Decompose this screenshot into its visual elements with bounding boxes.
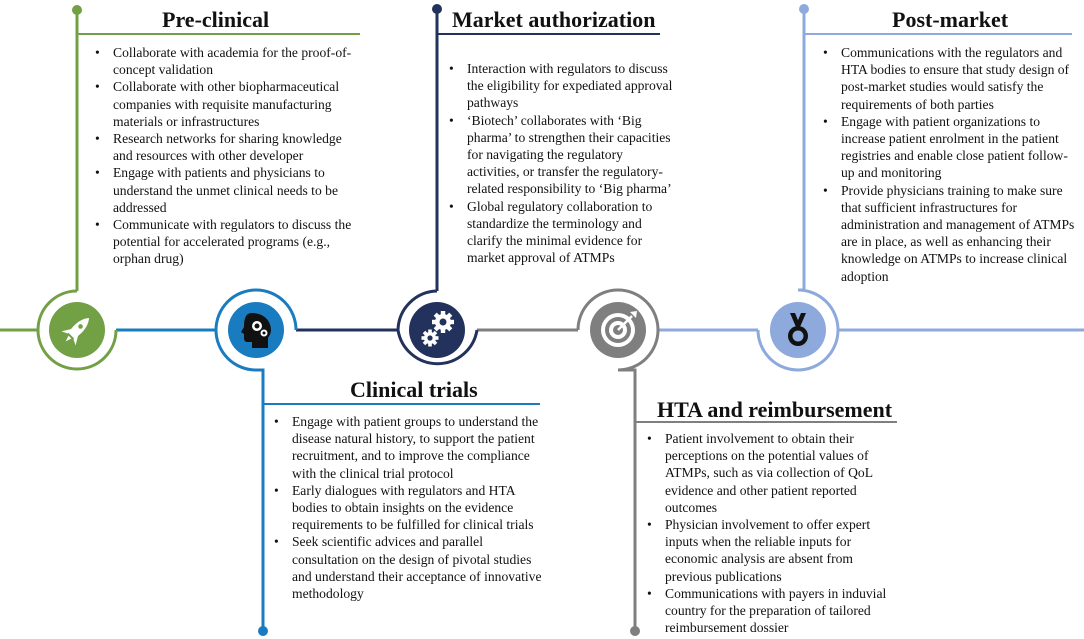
list-item: Seek scientific advices and parallel con… bbox=[271, 533, 543, 602]
list-item: Patient involvement to obtain their perc… bbox=[644, 430, 902, 516]
hta-arc bbox=[576, 288, 660, 632]
market-authorization-list: Interaction with regulators to discuss t… bbox=[446, 60, 678, 266]
list-item: Interaction with regulators to discuss t… bbox=[446, 60, 678, 112]
stage-arcs bbox=[36, 10, 840, 632]
list-item: Communicate with regulators to discuss t… bbox=[92, 216, 364, 268]
list-item: Collaborate with other biopharmaceutical… bbox=[92, 78, 364, 130]
list-item: Global regulatory collaboration to stand… bbox=[446, 198, 678, 267]
post-market-title: Post-market bbox=[892, 7, 1009, 32]
head-gears-icon bbox=[241, 313, 271, 348]
list-item: Research networks for sharing knowledge … bbox=[92, 130, 364, 164]
gears-icon bbox=[421, 311, 454, 347]
preclinical-end-dot bbox=[72, 5, 82, 15]
market-arc bbox=[396, 10, 479, 366]
list-item: Engage with patient organizations to inc… bbox=[820, 113, 1078, 182]
clinical-trials-title: Clinical trials bbox=[350, 377, 478, 402]
medal-icon bbox=[788, 313, 808, 346]
market-authorization-title: Market authorization bbox=[452, 7, 656, 32]
preclinical-list: Collaborate with academia for the proof-… bbox=[92, 44, 364, 268]
hta-reimbursement-list: Patient involvement to obtain their perc… bbox=[644, 430, 902, 636]
list-item: Early dialogues with regulators and HTA … bbox=[271, 482, 543, 534]
postmarket-end-dot bbox=[799, 4, 809, 14]
preclinical-title: Pre-clinical bbox=[162, 7, 270, 32]
list-item: Provide physicians training to make sure… bbox=[820, 182, 1078, 285]
list-item: Communications with payers in induvial c… bbox=[644, 585, 902, 637]
hta-end-dot bbox=[630, 626, 640, 636]
list-item: Communications with the regulators and H… bbox=[820, 44, 1078, 113]
hta-reimbursement-title: HTA and reimbursement bbox=[657, 397, 893, 422]
list-item: Physician involvement to offer expert in… bbox=[644, 516, 902, 585]
rocket-icon bbox=[61, 317, 90, 346]
list-item: Collaborate with academia for the proof-… bbox=[92, 44, 364, 78]
market-end-dot bbox=[432, 4, 442, 14]
list-item: ‘Biotech’ collaborates with ‘Big pharma’… bbox=[446, 112, 678, 198]
post-market-list: Communications with the regulators and H… bbox=[820, 44, 1078, 285]
clinical-end-dot bbox=[258, 626, 268, 636]
list-item: Engage with patient groups to understand… bbox=[271, 413, 543, 482]
list-item: Engage with patients and physicians to u… bbox=[92, 164, 364, 216]
target-icon bbox=[601, 311, 637, 347]
postmarket-arc bbox=[756, 10, 840, 372]
clinical-arc bbox=[214, 288, 298, 632]
preclinical-arc bbox=[36, 12, 118, 371]
clinical-trials-list: Engage with patient groups to understand… bbox=[271, 413, 543, 602]
